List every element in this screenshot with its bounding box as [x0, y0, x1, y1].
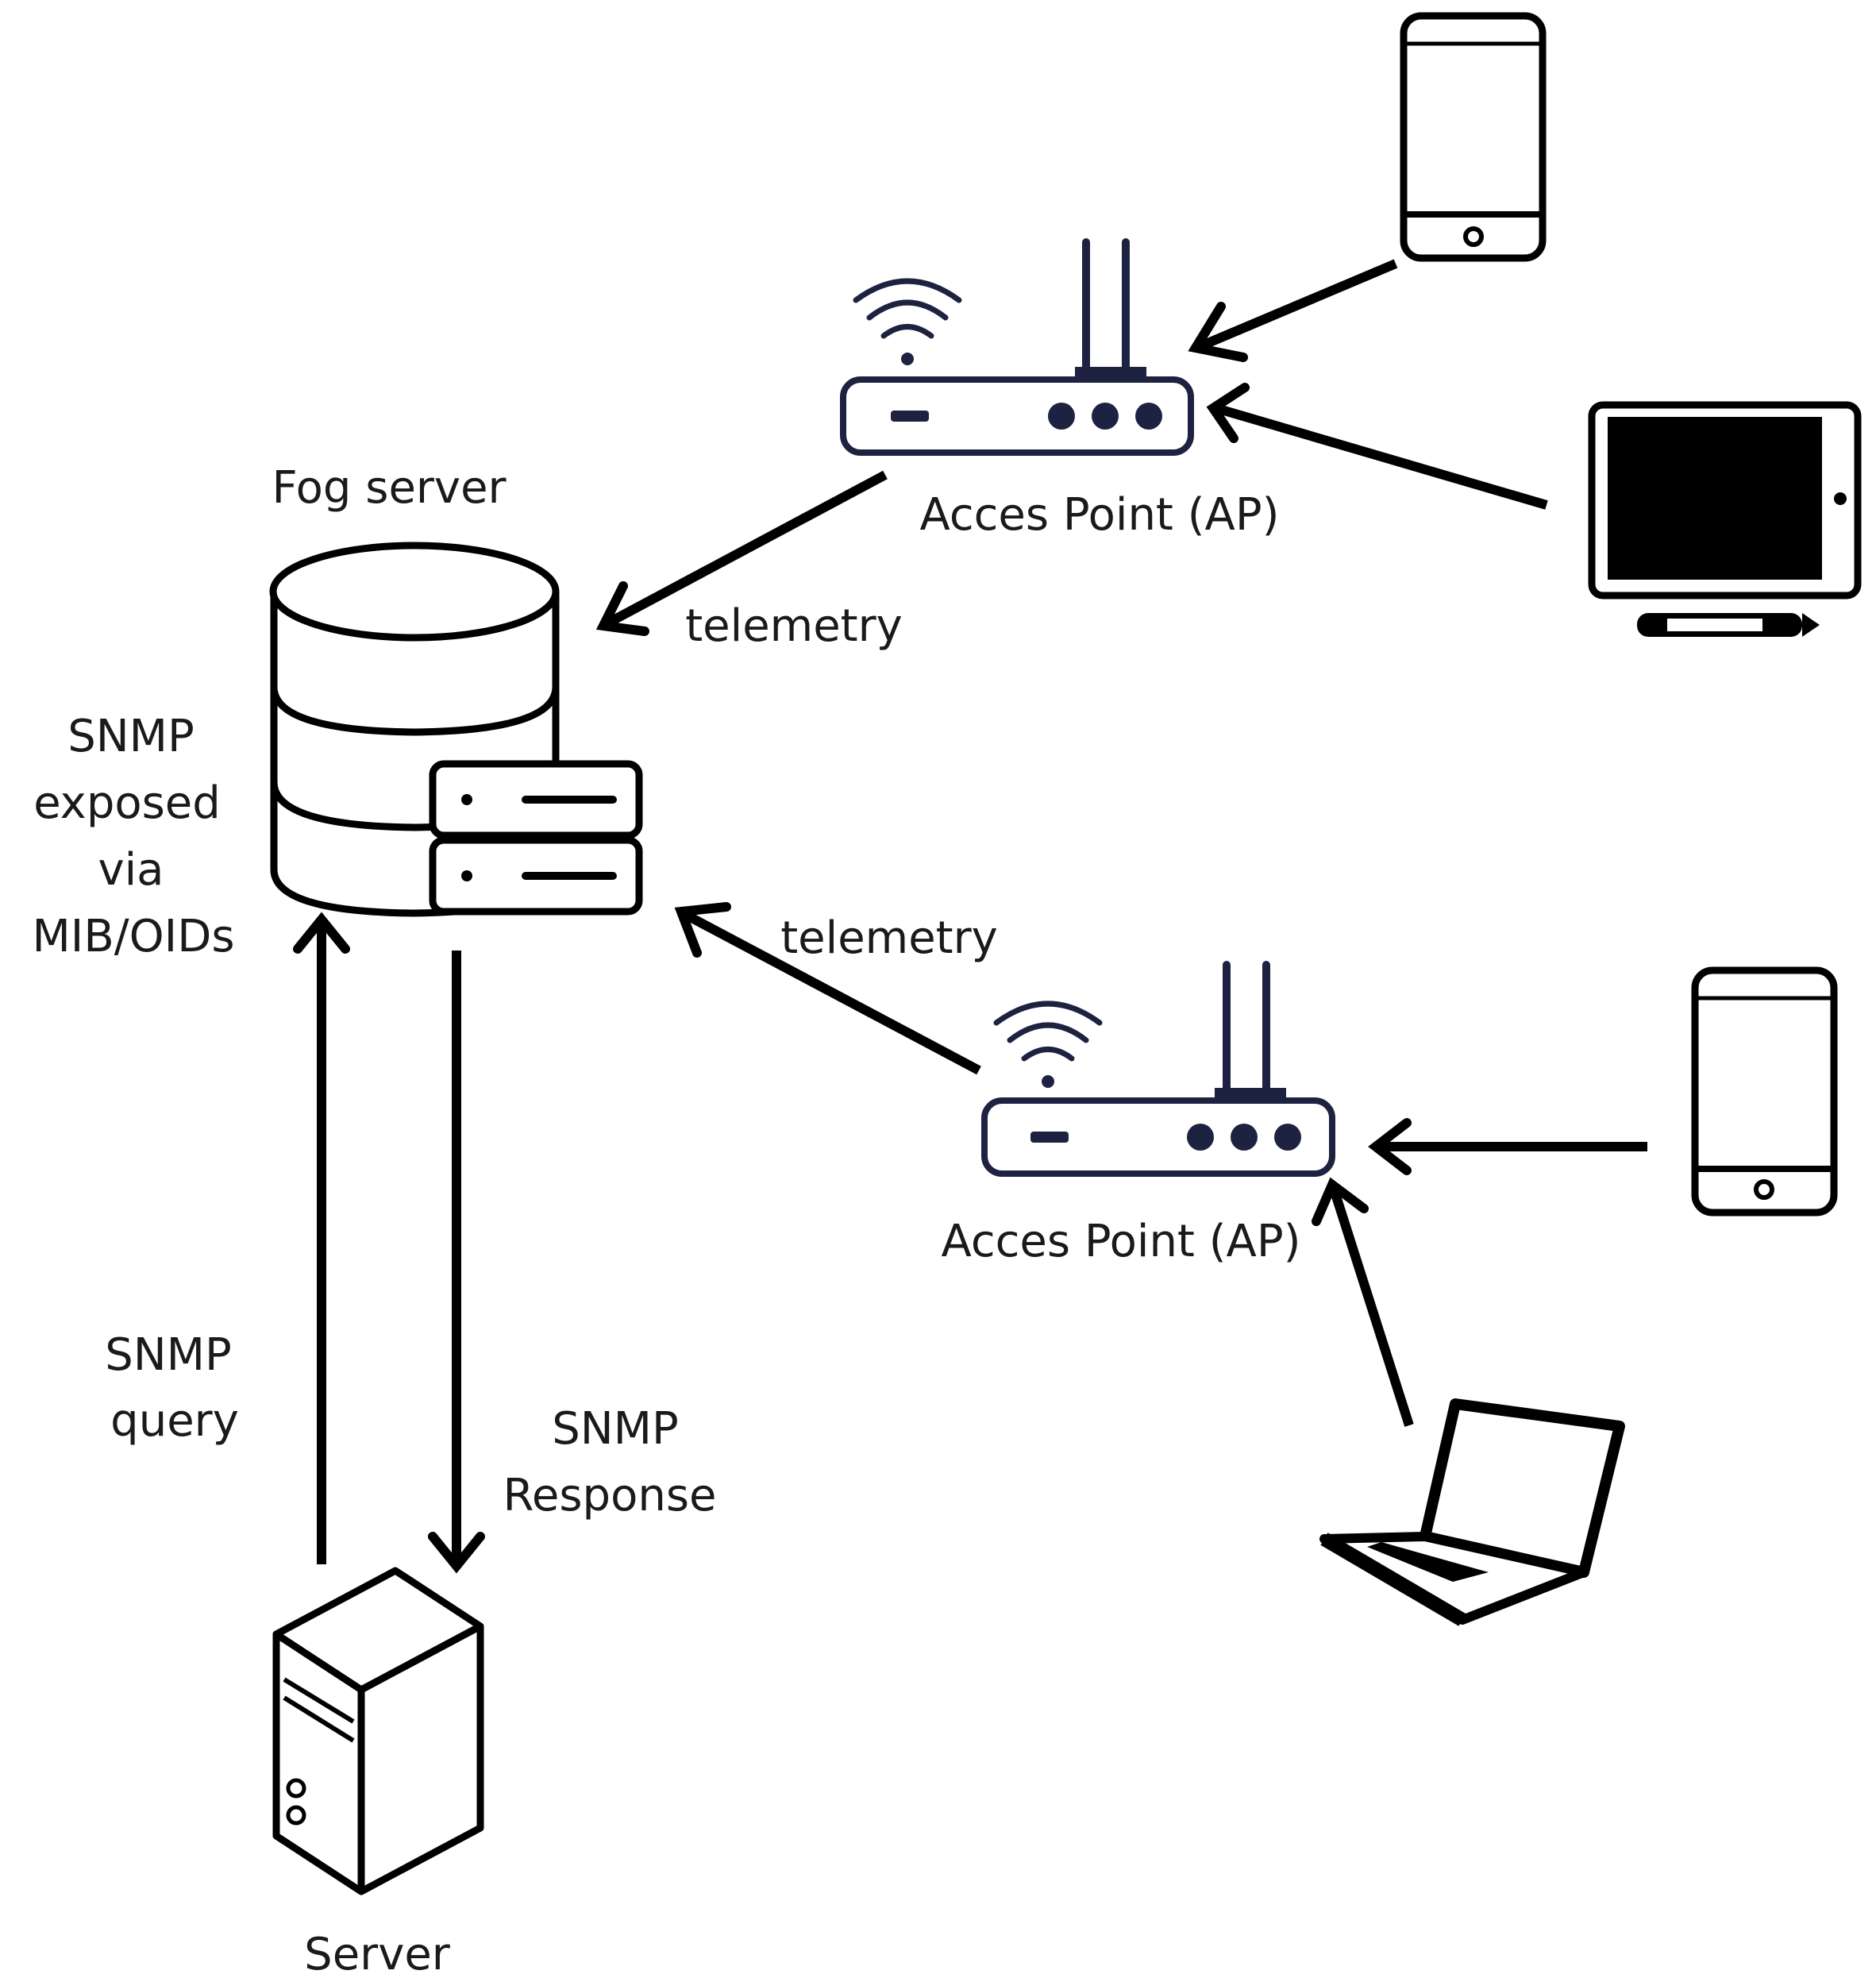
stylus-icon: [1637, 613, 1820, 637]
access-point-label-bottom: Acces Point (AP): [942, 1216, 1301, 1267]
arrow-phone1-to-ap1: [1188, 259, 1398, 362]
snmp-exposed-line-4: MIB/OIDs: [32, 911, 234, 962]
server-label: Server: [304, 1929, 451, 1980]
fog-server-icon: [269, 542, 643, 917]
arrow-ap1-to-fog: [595, 470, 888, 636]
snmp-response-line-2: Response: [503, 1470, 717, 1521]
arrow-fog-to-server: [428, 951, 485, 1574]
snmp-exposed-line-2: exposed: [33, 777, 221, 829]
tablet-icon: [1588, 401, 1862, 637]
arrow-server-to-fog: [293, 912, 350, 1564]
telemetry-label-top: telemetry: [685, 600, 903, 652]
snmp-exposed-line-1: SNMP: [67, 711, 195, 762]
laptop-icon: [1319, 1398, 1625, 1626]
router-icon: [981, 961, 1335, 1177]
snmp-exposed-line-3: via: [98, 844, 164, 896]
tower-server-icon: [272, 1567, 484, 1895]
router-icon: [840, 238, 1194, 456]
arrow-ap2-to-fog: [674, 902, 981, 1075]
snmp-query-line-1: SNMP: [105, 1329, 232, 1381]
smartphone-icon: [1400, 12, 1547, 262]
snmp-query-line-2: query: [110, 1395, 239, 1447]
snmp-response-line-1: SNMP: [552, 1403, 679, 1455]
arrow-laptop-to-ap2: [1312, 1177, 1414, 1427]
telemetry-label-bottom: telemetry: [780, 912, 998, 964]
arrow-phone2-to-ap2: [1368, 1118, 1647, 1175]
smartphone-icon: [1691, 966, 1838, 1217]
arrow-tablet-to-ap1: [1206, 383, 1548, 510]
access-point-label-top: Acces Point (AP): [920, 489, 1280, 541]
fog-server-label: Fog server: [272, 462, 507, 514]
